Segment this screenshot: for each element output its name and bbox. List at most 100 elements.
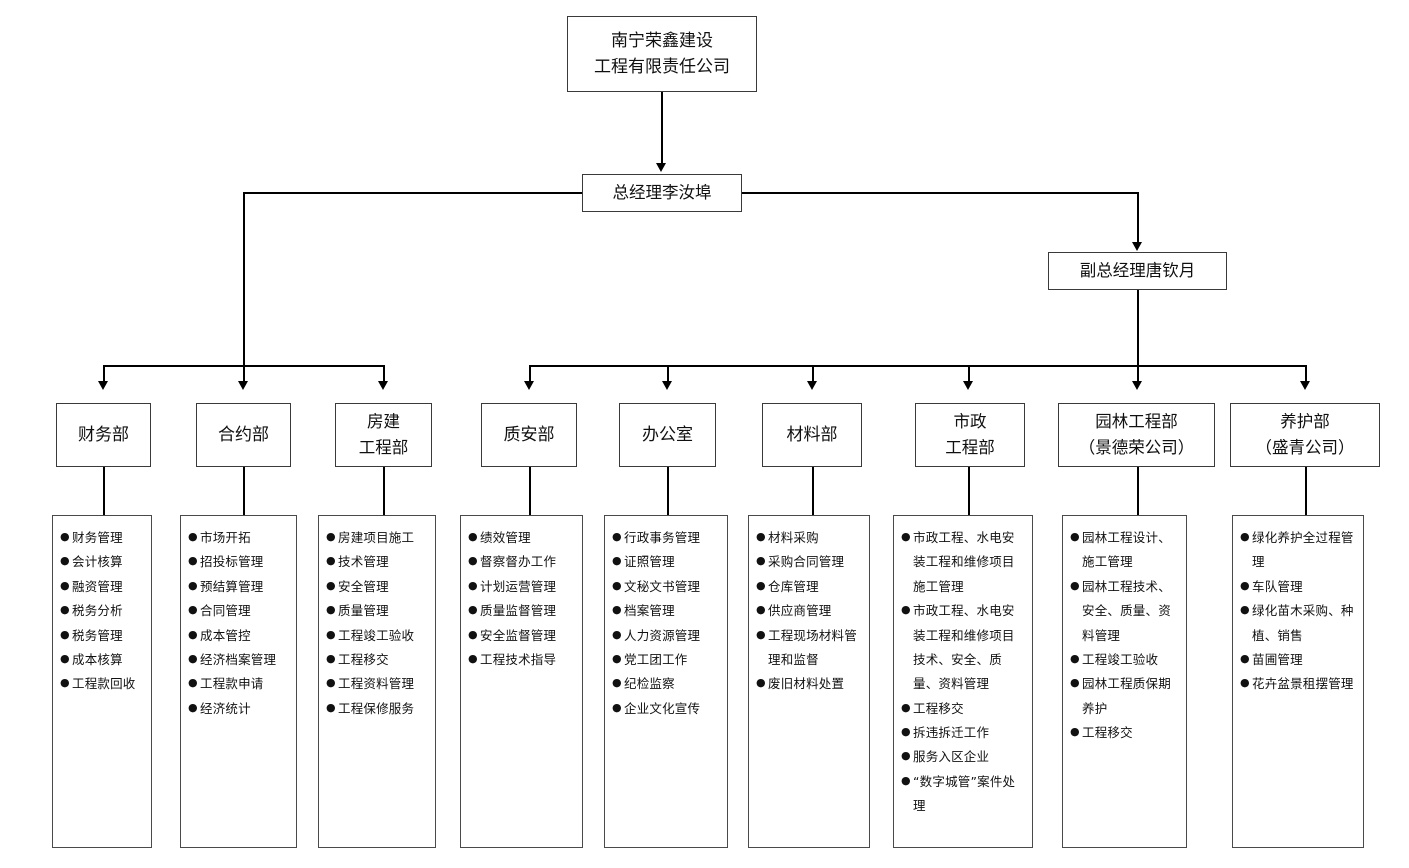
dept-box-contract[interactable]: 合约部	[196, 403, 291, 467]
duty-item-label: 安全监督管理	[480, 627, 557, 643]
duty-item-label: 人力资源管理	[624, 627, 701, 643]
duty-list-finance: ●财务管理●会计核算●融资管理●税务分析●税务管理●成本核算●工程款回收	[60, 526, 144, 697]
duty-item: ●市政工程、水电安装工程和维修项目施工管理	[901, 526, 1025, 599]
bullet-icon: ●	[1240, 578, 1250, 592]
bullet-icon: ●	[188, 700, 198, 714]
duty-item: ●园林工程技术、安全、质量、资料管理	[1070, 575, 1179, 648]
duty-panel-maintenance[interactable]: ●绿化养护全过程管理●车队管理●绿化苗木采购、种植、销售●苗圃管理●花卉盆景租摆…	[1232, 515, 1364, 848]
duty-item: ●经济统计	[188, 697, 289, 721]
dept-box-maintenance[interactable]: 养护部 （盛青公司）	[1230, 403, 1380, 467]
bullet-icon: ●	[60, 554, 70, 568]
dept-label-finance: 财务部	[78, 424, 129, 445]
duty-item-label: 招投标管理	[200, 554, 264, 570]
duty-list-material: ●材料采购●采购合同管理●仓库管理●供应商管理●工程现场材料管理和监督●废旧材料…	[756, 526, 862, 697]
duty-list-housing: ●房建项目施工●技术管理●安全管理●质量管理●工程竣工验收●工程移交●工程资料管…	[326, 526, 428, 721]
duty-panel-contract[interactable]: ●市场开拓●招投标管理●预结算管理●合同管理●成本管控●经济档案管理●工程款申请…	[180, 515, 297, 848]
dept-box-material[interactable]: 材料部	[762, 403, 862, 467]
node-company[interactable]: 南宁荣鑫建设 工程有限责任公司	[567, 16, 757, 92]
bullet-icon: ●	[756, 627, 766, 641]
duty-item-label: 安全管理	[338, 578, 389, 594]
bullet-icon: ●	[612, 530, 622, 543]
stem-office	[667, 467, 669, 515]
duty-item-label: 车队管理	[1252, 578, 1303, 594]
arrow-to-office-dept	[662, 381, 672, 390]
dept-box-housing[interactable]: 房建 工程部	[335, 403, 432, 467]
dept-box-finance[interactable]: 财务部	[56, 403, 151, 467]
arrow-to-housing-dept	[378, 381, 388, 390]
duty-item-label: 房建项目施工	[338, 530, 415, 545]
duty-panel-finance[interactable]: ●财务管理●会计核算●融资管理●税务分析●税务管理●成本核算●工程款回收	[52, 515, 152, 848]
duty-item-label: 技术管理	[338, 554, 389, 570]
duty-panel-quality[interactable]: ●绩效管理●督察督办工作●计划运营管理●质量监督管理●安全监督管理●工程技术指导	[460, 515, 583, 848]
bullet-icon: ●	[60, 676, 70, 690]
duty-item-label: 工程款申请	[200, 676, 264, 692]
duty-item: ●合同管理	[188, 599, 289, 623]
duty-item: ●花卉盆景租摆管理	[1240, 672, 1356, 696]
duty-panel-landscape[interactable]: ●园林工程设计、施工管理●园林工程技术、安全、质量、资料管理●工程竣工验收●园林…	[1062, 515, 1187, 848]
bullet-icon: ●	[326, 530, 336, 543]
duty-item-label: 供应商管理	[768, 603, 832, 619]
dept-label-contract: 合约部	[218, 424, 269, 445]
duty-item: ●工程竣工验收	[1070, 648, 1179, 672]
duty-list-quality: ●绩效管理●督察督办工作●计划运营管理●质量监督管理●安全监督管理●工程技术指导	[468, 526, 575, 672]
bullet-icon: ●	[188, 530, 198, 543]
stem-quality	[529, 467, 531, 515]
duty-item: ●工程移交	[1070, 721, 1179, 745]
dept-label-office: 办公室	[642, 424, 693, 445]
duty-item: ●经济档案管理	[188, 648, 289, 672]
duty-list-contract: ●市场开拓●招投标管理●预结算管理●合同管理●成本管控●经济档案管理●工程款申请…	[188, 526, 289, 721]
duty-item: ●绿化苗木采购、种植、销售	[1240, 599, 1356, 648]
duty-item-label: 合同管理	[200, 603, 251, 619]
duty-item-label: 成本核算	[72, 651, 123, 667]
dept-box-landscape[interactable]: 园林工程部 （景德荣公司）	[1058, 403, 1215, 467]
bullet-icon: ●	[756, 554, 766, 568]
duty-item-label: 工程移交	[1082, 725, 1133, 740]
node-general-manager[interactable]: 总经理李汝埠	[582, 174, 742, 212]
bullet-icon: ●	[468, 651, 478, 665]
duty-list-municipal: ●市政工程、水电安装工程和维修项目施工管理●市政工程、水电安装工程和维修项目技术…	[901, 526, 1025, 819]
node-vice-general-manager[interactable]: 副总经理唐钦月	[1048, 252, 1227, 290]
connector-gm-left-drop	[243, 192, 245, 382]
duty-item-label: 质量管理	[338, 603, 389, 619]
dept-box-office[interactable]: 办公室	[619, 403, 716, 467]
bullet-icon: ●	[612, 603, 622, 617]
duty-item: ●财务管理	[60, 526, 144, 550]
duty-item-label: 园林工程技术、安全、质量、资料管理	[1082, 578, 1171, 643]
connector-gm-right	[741, 192, 1138, 194]
bullet-icon: ●	[1240, 676, 1250, 690]
duty-panel-office[interactable]: ●行政事务管理●证照管理●文秘文书管理●档案管理●人力资源管理●党工团工作●纪检…	[604, 515, 728, 848]
duty-item: ●预结算管理	[188, 575, 289, 599]
duty-item-label: 绿化养护全过程管理	[1252, 530, 1354, 570]
drop-finance	[103, 365, 105, 382]
dept-box-municipal[interactable]: 市政 工程部	[915, 403, 1025, 467]
duty-item: ●废旧材料处置	[756, 672, 862, 696]
duty-item-label: 党工团工作	[624, 651, 688, 667]
duty-panel-municipal[interactable]: ●市政工程、水电安装工程和维修项目施工管理●市政工程、水电安装工程和维修项目技术…	[893, 515, 1033, 848]
duty-item-label: 财务管理	[72, 530, 123, 545]
duty-item-label: 废旧材料处置	[768, 676, 845, 692]
bullet-icon: ●	[468, 627, 478, 641]
duty-item-label: 督察督办工作	[480, 554, 557, 570]
arrow-to-maintenance-dept	[1300, 381, 1310, 390]
duty-panel-housing[interactable]: ●房建项目施工●技术管理●安全管理●质量管理●工程竣工验收●工程移交●工程资料管…	[318, 515, 436, 848]
duty-item: ●行政事务管理	[612, 526, 720, 550]
bullet-icon: ●	[1240, 530, 1250, 543]
duty-item: ●成本管控	[188, 624, 289, 648]
drop-material	[812, 365, 814, 382]
duty-item: ●材料采购	[756, 526, 862, 550]
duty-item-label: 会计核算	[72, 554, 123, 570]
duty-item: ●招投标管理	[188, 550, 289, 574]
arrow-to-finance-dept	[98, 381, 108, 390]
bullet-icon: ●	[326, 627, 336, 641]
bus-gm-departments	[103, 365, 283, 367]
bullet-icon: ●	[326, 578, 336, 592]
bullet-icon: ●	[1240, 651, 1250, 665]
bullet-icon: ●	[60, 627, 70, 641]
duty-item: ●工程移交	[326, 648, 428, 672]
duty-panel-material[interactable]: ●材料采购●采购合同管理●仓库管理●供应商管理●工程现场材料管理和监督●废旧材料…	[748, 515, 870, 848]
dept-box-quality[interactable]: 质安部	[481, 403, 577, 467]
duty-item-label: 文秘文书管理	[624, 578, 701, 594]
drop-maintenance	[1305, 365, 1307, 382]
duty-item: ●市政工程、水电安装工程和维修项目技术、安全、质量、资料管理	[901, 599, 1025, 697]
bullet-icon: ●	[901, 749, 911, 763]
